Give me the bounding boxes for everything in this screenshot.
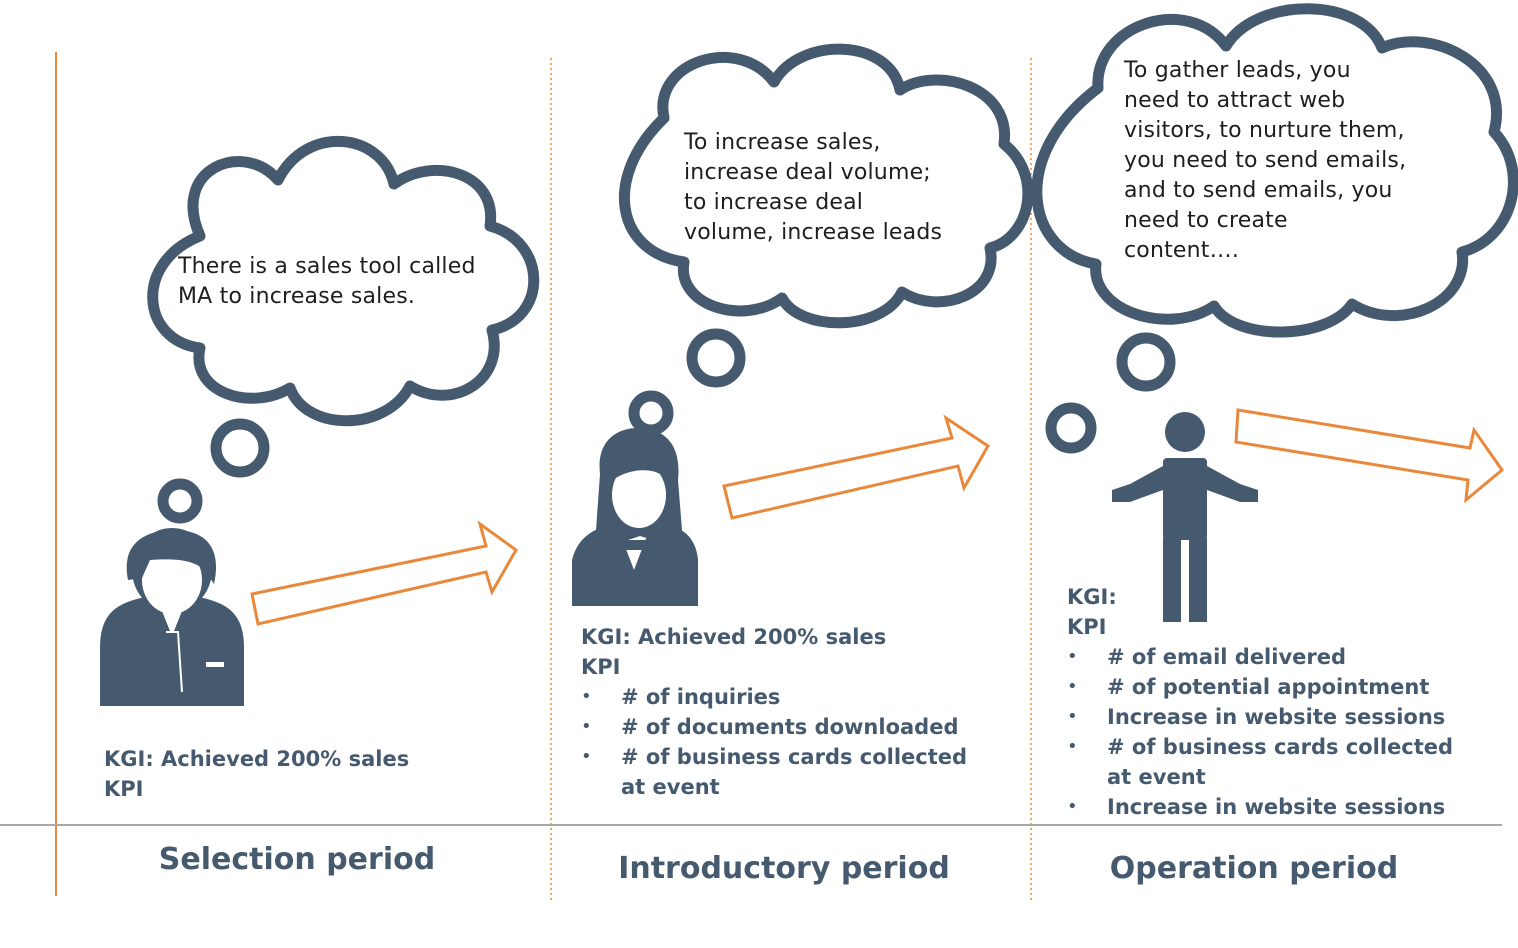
- thought-bubble-icon: [618, 43, 1034, 436]
- thought-line: volume, increase leads: [684, 220, 943, 245]
- thought-line: you need to send emails,: [1124, 148, 1407, 173]
- businessman-icon: [100, 528, 244, 706]
- shrugging-person-icon: [1112, 412, 1258, 622]
- thought-text-3: To gather leads, you need to attract web…: [1124, 56, 1406, 266]
- kpi-list: # of email delivered # of potential appo…: [1067, 642, 1487, 822]
- thought-line: need to attract web: [1124, 88, 1346, 113]
- kpi-block-operation: KGI: KPI # of email delivered # of poten…: [1067, 582, 1487, 822]
- list-item: # of inquiries: [581, 682, 1001, 712]
- kpi-label: KPI: [1067, 615, 1107, 639]
- thought-line: increase deal volume;: [684, 160, 931, 185]
- thought-bubble-icon: [1031, 3, 1518, 454]
- kpi-block-selection: KGI: Achieved 200% sales KPI: [104, 744, 409, 804]
- thought-line: to increase deal: [684, 190, 864, 215]
- period-label-operation: Operation period: [1109, 851, 1399, 886]
- list-item: Increase in website sessions: [1067, 702, 1487, 732]
- period-label-selection: Selection period: [158, 842, 436, 877]
- list-item: # of potential appointment: [1067, 672, 1487, 702]
- arrow-right-icon: [1234, 408, 1505, 504]
- kpi-block-introductory: KGI: Achieved 200% sales KPI # of inquir…: [581, 622, 1001, 802]
- thought-line: content….: [1124, 238, 1240, 263]
- thought-text-2: To increase sales, increase deal volume;…: [684, 128, 942, 248]
- thought-line: To gather leads, you: [1124, 58, 1351, 83]
- period-label-introductory: Introductory period: [618, 851, 950, 886]
- list-item: # of business cards collected at event: [581, 742, 981, 802]
- thought-text-1: There is a sales tool called MA to incre…: [178, 252, 476, 312]
- arrow-right-icon: [722, 414, 990, 520]
- thought-line: There is a sales tool called: [178, 254, 476, 279]
- list-item: Increase in website sessions: [1067, 792, 1487, 822]
- kgi-text: KGI: Achieved 200% sales: [581, 625, 887, 649]
- list-item: # of business cards collected at event: [1067, 732, 1467, 792]
- list-item: # of email delivered: [1067, 642, 1487, 672]
- businesswoman-icon: [572, 428, 698, 606]
- list-item: # of documents downloaded: [581, 712, 1001, 742]
- thought-line: need to create: [1124, 208, 1288, 233]
- thought-line: MA to increase sales.: [178, 284, 416, 309]
- kpi-label: KPI: [581, 655, 621, 679]
- thought-line: visitors, to nurture them,: [1124, 118, 1405, 143]
- arrow-right-icon: [250, 520, 518, 626]
- kpi-label: KPI: [104, 777, 144, 801]
- kpi-list: # of inquiries # of documents downloaded…: [581, 682, 1001, 802]
- kgi-text: KGI: Achieved 200% sales: [104, 747, 410, 771]
- thought-bubble-icon: [147, 136, 540, 524]
- thought-line: To increase sales,: [684, 130, 881, 155]
- kgi-text: KGI:: [1067, 585, 1117, 609]
- thought-line: and to send emails, you: [1124, 178, 1393, 203]
